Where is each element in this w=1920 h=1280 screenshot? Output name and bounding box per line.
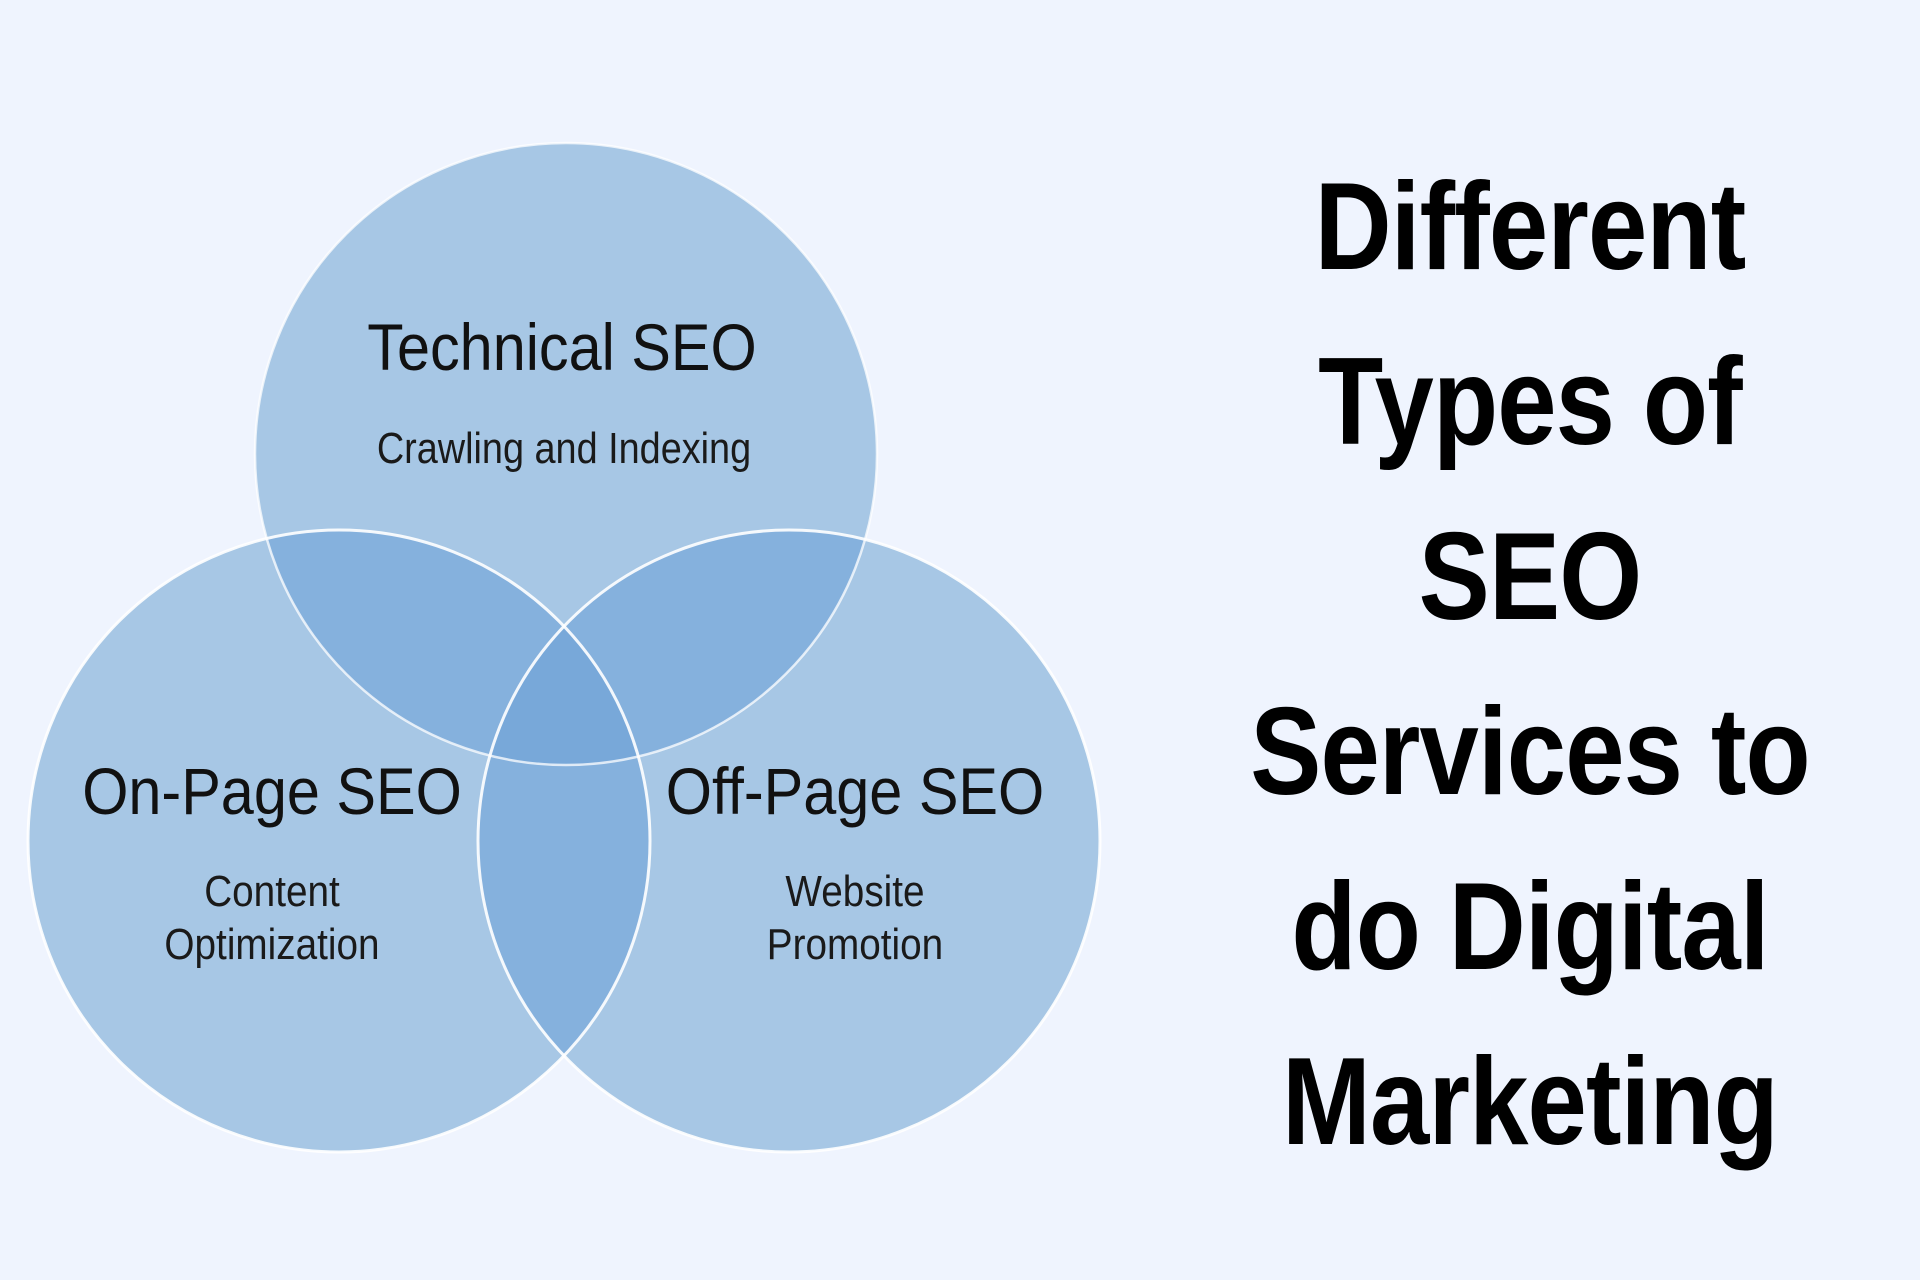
headline-line-5: do Digital: [1291, 858, 1769, 996]
overlap-technical-offpage: [478, 530, 877, 765]
circle-outline-off-page: [476, 528, 1102, 1154]
on-page-seo-subtitle-line-1: Content: [204, 866, 340, 916]
headline-title: Different Types of SEO Services to do Di…: [1150, 140, 1910, 1190]
headline-line-1: Different: [1314, 158, 1747, 296]
headline-line-6: Marketing: [1282, 1033, 1779, 1171]
off-page-seo-subtitle-line-1: Website: [785, 866, 924, 916]
headline-line-4: Services to: [1250, 683, 1810, 821]
on-page-seo-title: On-Page SEO: [82, 755, 462, 829]
off-page-seo-title: Off-Page SEO: [666, 755, 1044, 829]
circle-outline-on-page: [26, 528, 652, 1154]
technical-seo-title: Technical SEO: [367, 311, 756, 385]
off-page-seo-subtitle-line-2: Promotion: [767, 919, 943, 969]
technical-seo-subtitle: Crawling and Indexing: [377, 423, 751, 472]
overlap-technical-onpage: [255, 530, 650, 765]
headline-line-3: SEO: [1418, 508, 1642, 646]
on-page-seo-subtitle-line-2: Optimization: [164, 919, 379, 969]
headline-line-2: Types of: [1318, 333, 1743, 471]
circle-outline-technical: [253, 141, 879, 767]
